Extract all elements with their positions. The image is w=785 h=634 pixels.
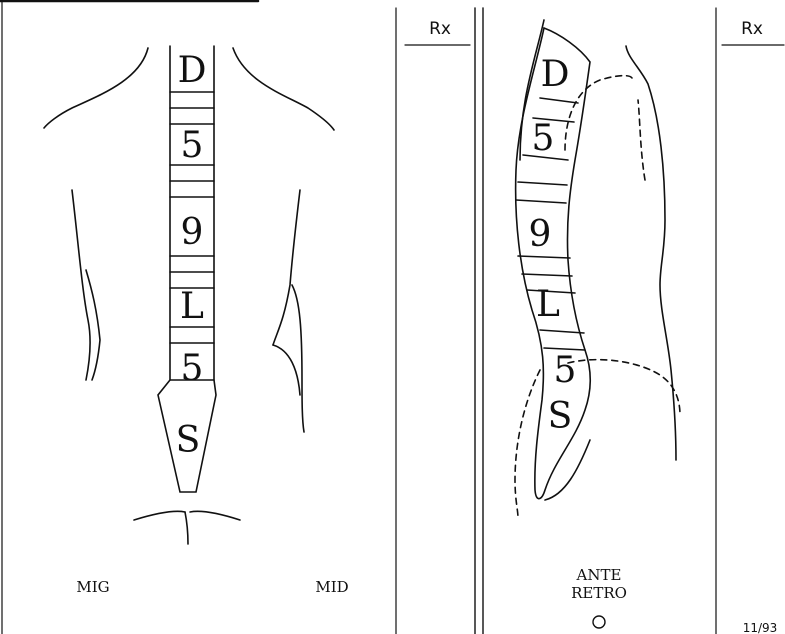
back-rx-label: Rx [429, 19, 451, 39]
right-side-label: MID [315, 578, 348, 596]
side-rx-label: Rx [741, 19, 763, 39]
ante-retro-checkbox[interactable] [593, 616, 605, 628]
left-side-label: MIG [76, 578, 109, 596]
ante-label: ANTE [576, 566, 622, 584]
side-spine-letter-s: S [548, 396, 573, 437]
back-spine-letter-5a: 5 [181, 125, 204, 166]
back-spine-letter-l: L [180, 286, 204, 327]
back-spine-letter-d: D [178, 50, 207, 91]
side-spine-letter-5a: 5 [532, 118, 555, 159]
side-spine-letter-9: 9 [529, 214, 552, 255]
back-spine-letter-5b: 5 [181, 348, 204, 389]
form-code: 11/93 [743, 621, 778, 634]
back-spine-letter-9: 9 [181, 212, 204, 253]
side-spine-letter-l: L [536, 284, 560, 325]
side-spine-letter-5b: 5 [554, 350, 577, 391]
side-spine-letter-d: D [541, 54, 570, 95]
retro-label: RETRO [571, 584, 627, 602]
back-spine-letter-s: S [176, 420, 201, 461]
